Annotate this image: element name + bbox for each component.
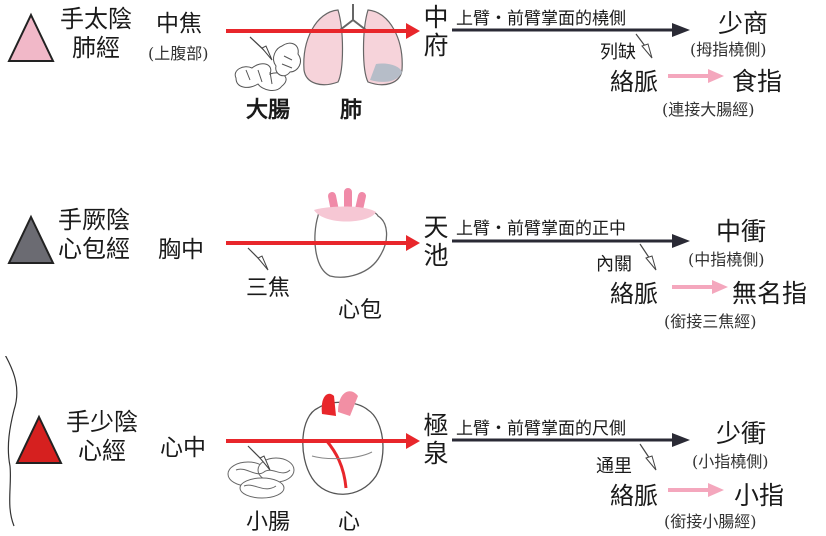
branch-target: 無名指 bbox=[732, 274, 807, 310]
meridian-path: 上臂・前臂掌面的尺側 bbox=[456, 414, 626, 439]
connect-point: 列缺 bbox=[600, 38, 636, 64]
end-point-note: (小指橈側) bbox=[692, 448, 769, 472]
meridian-path: 上臂・前臂掌面的正中 bbox=[456, 214, 626, 239]
origin-label: 心中 bbox=[160, 428, 206, 462]
branch-label: 絡脈 bbox=[610, 62, 658, 97]
start-point: 極 泉 bbox=[422, 412, 450, 468]
meridian-path: 上臂・前臂掌面的橈側 bbox=[456, 4, 626, 29]
start-point: 天 池 bbox=[422, 214, 450, 270]
branch-label: 絡脈 bbox=[610, 274, 658, 309]
organ-label-left: 三焦 bbox=[246, 270, 290, 302]
connect-point: 通里 bbox=[596, 452, 632, 478]
organ-label-right: 心 bbox=[338, 504, 360, 536]
end-point-note: (拇指橈側) bbox=[690, 36, 767, 60]
pericardium-heart-icon bbox=[314, 192, 387, 277]
organ-label-left: 小腸 bbox=[246, 504, 290, 536]
branch-note: (銜接小腸經) bbox=[664, 508, 757, 532]
meridian-name: 手少陰 心經 bbox=[66, 408, 138, 466]
end-point: 少商 bbox=[718, 4, 768, 40]
organ-label-right: 肺 bbox=[340, 92, 362, 124]
start-point: 中 府 bbox=[422, 4, 450, 60]
meridian-row-pericardium: 手厥陰 心包經 胸中 三焦 心包 天 池 上臂・前臂掌面的正中 中衝 (中指橈側… bbox=[0, 178, 826, 356]
lungs-icon bbox=[304, 4, 402, 85]
organ-label-left: 大腸 bbox=[246, 92, 290, 124]
branch-target: 食指 bbox=[732, 62, 782, 98]
triangle-marker-icon bbox=[14, 414, 64, 466]
end-point-note: (中指橈側) bbox=[688, 246, 765, 270]
meridian-row-heart: 手少陰 心經 心中 小腸 心 極 泉 上臂・前臂掌面的尺側 少衝 (小指橈側) … bbox=[0, 356, 826, 534]
meridian-row-lung: 手太陰 肺經 中焦 (上腹部) 大腸 肺 bbox=[0, 0, 826, 178]
organ-label-right: 心包 bbox=[338, 292, 382, 324]
end-point: 少衝 bbox=[716, 414, 766, 450]
branch-label: 絡脈 bbox=[610, 476, 658, 511]
flow-graphics bbox=[0, 0, 826, 178]
end-point: 中衝 bbox=[716, 212, 766, 248]
connect-point: 內關 bbox=[596, 250, 632, 276]
small-intestine-icon bbox=[228, 458, 294, 498]
branch-note: (連接大腸經) bbox=[662, 96, 755, 120]
branch-target: 小指 bbox=[734, 476, 784, 512]
branch-note: (銜接三焦經) bbox=[664, 308, 757, 332]
